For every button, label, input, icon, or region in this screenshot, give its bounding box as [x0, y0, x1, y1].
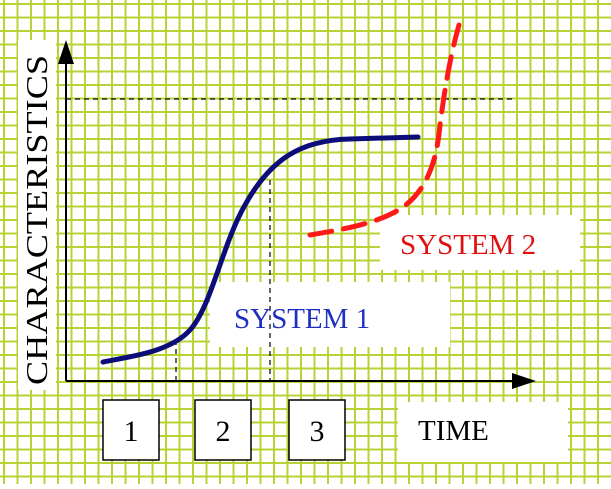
y-axis-arrow-icon [58, 40, 74, 64]
x-axis-arrow-icon [512, 373, 536, 389]
system2-label: SYSTEM 2 [400, 229, 536, 261]
y-axis-label-background [18, 40, 56, 390]
y-axis-label: CHARACTERISTICS [19, 55, 54, 385]
stage-box-label-1: 1 [124, 415, 139, 448]
stage-box-label-3: 3 [310, 415, 325, 448]
x-axis-label: TIME [418, 415, 489, 447]
system2-curve [307, 22, 462, 238]
system1-label-background [210, 282, 450, 347]
system1-curve [100, 134, 421, 365]
stage-box-3 [288, 399, 346, 461]
system1-label: SYSTEM 1 [234, 303, 370, 335]
reference-lines [66, 98, 512, 381]
label-backgrounds [18, 40, 580, 462]
stage-boxes: 1 2 3 [102, 399, 346, 461]
stage-box-2 [194, 399, 252, 461]
stage-box-1 [102, 399, 160, 461]
time-label-background [398, 402, 568, 462]
system2-label-background [380, 215, 580, 270]
stage-box-label-2: 2 [216, 415, 231, 448]
axes [58, 40, 536, 389]
